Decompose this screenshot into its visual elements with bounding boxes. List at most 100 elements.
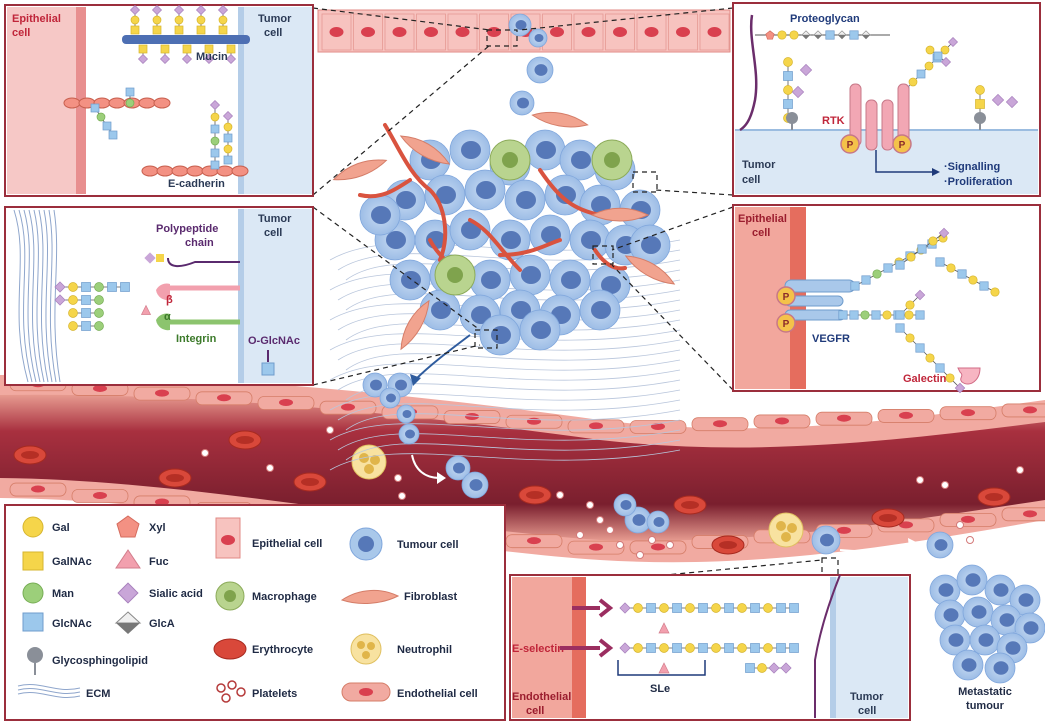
legend-man-label: Man xyxy=(52,588,74,600)
gal-icon xyxy=(783,85,793,95)
sialic-acid-icon xyxy=(54,294,66,306)
sialic-acid-icon xyxy=(619,642,631,654)
glcnac-icon xyxy=(698,603,708,613)
glcnac-icon xyxy=(745,663,755,673)
sialic-acid-icon xyxy=(137,53,149,65)
platelet xyxy=(394,474,402,482)
tr-tumor-label-2: cell xyxy=(742,174,760,186)
cadherin-domain xyxy=(216,165,234,177)
legend-neutrophil-icon xyxy=(350,633,382,665)
ecm-fiber xyxy=(345,409,681,431)
legend-fuc-label: Fuc xyxy=(149,556,169,568)
ecm-fiber xyxy=(13,209,29,383)
glcnac-icon xyxy=(935,363,945,373)
galnac-icon xyxy=(196,25,206,35)
panel-mucin-ecadherin: Epithelial cell Tumor cell Mucin E-cadhe… xyxy=(4,4,314,197)
ecm-fiber xyxy=(337,429,681,451)
ecm-fiber xyxy=(329,329,681,351)
gal-icon xyxy=(685,643,695,653)
circulating-tumor-cells xyxy=(362,13,954,559)
man-icon xyxy=(125,98,135,108)
ml-tumor-label-1: Tumor xyxy=(258,213,292,225)
mr-epithelial-label-1: Epithelial xyxy=(738,213,787,225)
ecm-fiber xyxy=(337,399,681,421)
sialic-acid-icon xyxy=(954,382,966,394)
metastatic-label-2: tumour xyxy=(966,700,1005,712)
sialic-acid-icon xyxy=(991,93,1005,107)
man-icon xyxy=(94,308,104,318)
glca-icon xyxy=(861,35,871,40)
glcnac-icon xyxy=(724,643,734,653)
legend-galnac-icon xyxy=(22,551,44,571)
glcnac-icon xyxy=(895,323,905,333)
sialic-acid-icon xyxy=(768,662,780,674)
ecm-fiber xyxy=(329,419,681,441)
gal-icon xyxy=(763,643,773,653)
panel-integrin: Tumor cell Polypeptide chain β α Integri… xyxy=(4,206,314,386)
tl-tumor-label-2: cell xyxy=(264,27,282,39)
br-tumor-label-1: Tumor xyxy=(850,691,884,703)
polypeptide-label-1: Polypeptide xyxy=(156,223,218,235)
sialic-acid-icon xyxy=(129,4,141,16)
gal-icon xyxy=(968,275,978,285)
glca-icon xyxy=(813,35,823,40)
ecm-fiber xyxy=(48,209,57,383)
flow-arrow-2 xyxy=(839,544,913,553)
gal-icon xyxy=(975,85,985,95)
gal-icon xyxy=(223,122,233,132)
legend-glca-icon xyxy=(116,623,140,634)
legend-glcnac-icon xyxy=(22,612,44,632)
sialic-acid-icon xyxy=(195,4,207,16)
glcnac-icon xyxy=(223,133,233,143)
cadherin-domain xyxy=(108,97,126,109)
legend-gal-label: Gal xyxy=(52,522,70,534)
glcnac-icon xyxy=(916,69,926,79)
platelet xyxy=(966,536,974,544)
migration-arrowhead xyxy=(410,374,421,386)
galnac-icon xyxy=(174,25,184,35)
glcnac-icon xyxy=(933,51,943,61)
sialic-acid-icon xyxy=(225,53,237,65)
epithelial-nucleus xyxy=(361,27,375,37)
legend-glcnac-label: GlcNAc xyxy=(52,618,92,630)
platelet xyxy=(596,516,604,524)
sialic-acid-icon xyxy=(54,281,66,293)
galnac-icon xyxy=(226,44,236,54)
gal-icon xyxy=(174,15,184,25)
br-tumor-label-2: cell xyxy=(858,705,876,717)
gal-icon xyxy=(925,353,935,363)
fibroblast xyxy=(531,112,589,128)
glcnac-icon xyxy=(883,263,893,273)
fibroblast xyxy=(332,159,388,181)
vessel-lumen xyxy=(0,394,1045,541)
ecm-fiber xyxy=(33,209,45,383)
tumor-mass xyxy=(329,112,681,471)
gal-icon xyxy=(946,263,956,273)
glcnac-icon xyxy=(776,603,786,613)
sialic-acid-icon xyxy=(159,53,171,65)
gal-icon xyxy=(763,603,773,613)
glca-icon xyxy=(837,35,847,40)
svg-text:P: P xyxy=(847,140,854,151)
mucin-label: Mucin xyxy=(196,51,228,63)
ecm-fiber xyxy=(43,209,53,383)
gal-icon xyxy=(783,57,793,67)
sialic-acid-icon xyxy=(151,4,163,16)
ml-tumor-label-2: cell xyxy=(264,227,282,239)
glcnac-icon xyxy=(223,155,233,165)
svg-text:P: P xyxy=(783,292,790,303)
glycosphingolipid xyxy=(786,112,798,124)
ecadherin-label: E-cadherin xyxy=(168,178,225,190)
sialic-acid-icon xyxy=(791,85,805,99)
legend-neutrophil-label: Neutrophil xyxy=(397,644,452,656)
legend-macrophage-icon xyxy=(215,581,245,611)
glcnac-icon xyxy=(81,308,91,318)
galnac-icon xyxy=(975,99,985,109)
glcnac-icon xyxy=(849,310,859,320)
vegfr-label: VEGFR xyxy=(812,333,850,345)
legend-erythrocyte-icon xyxy=(213,638,247,660)
legend-sialic-icon xyxy=(117,582,139,604)
legend-galnac-label: GalNAc xyxy=(52,556,92,568)
ecm-fiber xyxy=(38,209,49,383)
glcnac-icon xyxy=(672,603,682,613)
